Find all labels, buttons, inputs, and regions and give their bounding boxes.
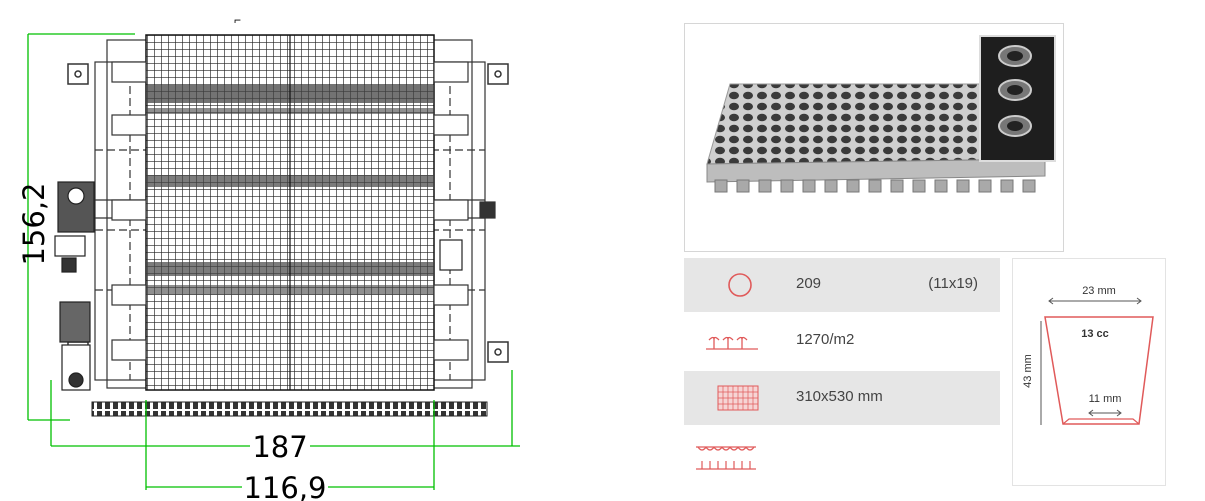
- seed-tray-illustration: [706, 35, 1056, 193]
- cell-cross-section: 23 mm 13 cc 43 mm 11 mm: [1012, 258, 1166, 486]
- roller-units: [111, 61, 496, 361]
- tray-size: 310x530 mm: [796, 388, 883, 405]
- cell-diagram: 23 mm 13 cc 43 mm 11 mm: [1022, 285, 1154, 425]
- cell-top-width-label: 23 mm: [1082, 285, 1116, 297]
- tray-grid-icon: [717, 385, 759, 411]
- tray-profile-icon: [696, 446, 756, 470]
- cell-depth-label: 43 mm: [1022, 354, 1034, 388]
- circle-icon: [728, 273, 752, 297]
- cell-grid: (11x19): [928, 275, 978, 292]
- technical-drawing: ⌐ 156,2 187 116,9: [17, 13, 520, 501]
- spec-row-profile: [684, 428, 1000, 482]
- spec-row-density: 1270/m2: [684, 314, 1000, 368]
- motor-assembly: [54, 181, 463, 391]
- cell-volume-label: 13 cc: [1081, 328, 1109, 340]
- chain-track: [91, 401, 488, 417]
- tray-mesh: [145, 34, 435, 391]
- plants-icon: [706, 336, 758, 350]
- spec-row-size: 310x530 mm: [684, 371, 1000, 425]
- mounting-brackets: [67, 63, 509, 363]
- cell-bottom-width-label: 11 mm: [1089, 393, 1122, 405]
- spec-row-cells: 209 (11x19): [684, 258, 1000, 312]
- inner-width-dimension-label: 116,9: [243, 471, 326, 501]
- cell-count: 209: [796, 275, 822, 292]
- height-dimension-label: 156,2: [17, 182, 51, 265]
- product-photo: [684, 23, 1064, 252]
- width-dimension-label: 187: [252, 430, 307, 464]
- dimension-lines: [27, 33, 520, 490]
- plant-density: 1270/m2: [796, 331, 855, 348]
- corner-mark-text: ⌐: [234, 13, 241, 27]
